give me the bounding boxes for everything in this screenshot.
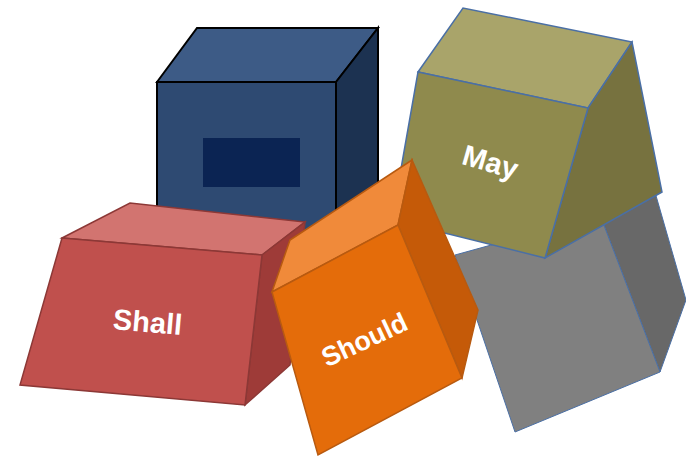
cube-outline — [265, 155, 485, 460]
labelled-cube: Should — [265, 155, 485, 460]
labelled-cube: Shall — [15, 198, 310, 410]
cube-label: Shall — [111, 305, 183, 340]
cube-front — [20, 238, 262, 405]
cube-front — [272, 225, 462, 455]
cube-outline — [15, 198, 310, 410]
navy-cube-panel — [203, 138, 300, 187]
